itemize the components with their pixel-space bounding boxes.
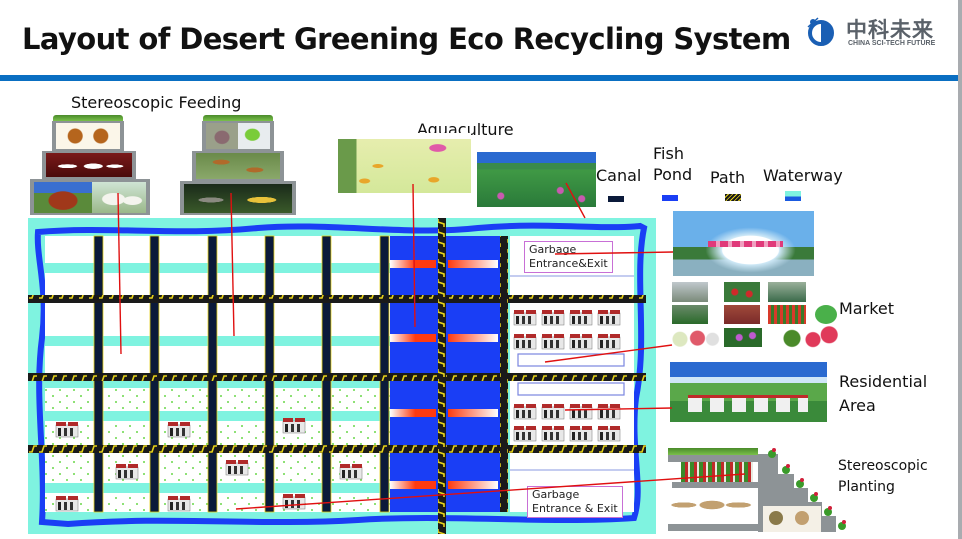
label-residential-line2: Area	[839, 396, 876, 415]
fountain-image	[673, 211, 814, 276]
grass-top	[668, 448, 758, 455]
shelf-3	[668, 524, 760, 531]
garbage-bottom-line2: Entrance & Exit	[532, 502, 618, 515]
garbage-entrance-bottom: Garbage Entrance & Exit	[527, 486, 623, 518]
river	[34, 222, 648, 528]
waterway-row-4	[45, 483, 390, 493]
fish-image	[184, 184, 292, 213]
logo-name-cn: 中科未来	[846, 19, 934, 42]
paths-horizontal	[28, 295, 646, 453]
residential-image	[670, 362, 827, 422]
slide-border	[958, 0, 962, 539]
tier-fish	[180, 181, 296, 215]
leader-residential	[564, 407, 673, 411]
tier-cattle-goats	[30, 179, 150, 215]
tier-ducks	[192, 151, 284, 181]
label-stereoscopic-planting: Stereoscopic Planting	[838, 456, 928, 498]
shelf-2	[672, 482, 760, 488]
legend-label-fish: Fish	[653, 144, 684, 163]
tulips-image	[724, 305, 760, 324]
flowers-image	[724, 282, 760, 302]
purple-flowers-image	[724, 328, 762, 347]
nursery-image	[768, 282, 806, 302]
garbage-bottom-line1: Garbage	[532, 488, 580, 501]
produce-image	[670, 326, 720, 348]
tier-rabbits	[42, 151, 136, 179]
leader-planting	[235, 473, 746, 510]
tier-birds	[202, 121, 274, 151]
legend-label-canal: Canal	[596, 166, 642, 185]
pond-bridges	[390, 260, 498, 489]
waterway-row-3	[45, 411, 390, 421]
leader-feeding-right	[230, 192, 235, 337]
chickens-image	[56, 123, 120, 149]
legend: Canal Fish Pond Path Waterway	[590, 138, 860, 208]
header-divider	[0, 75, 960, 81]
legend-label-fish-pond: Fish Pond	[653, 143, 692, 185]
goats-image	[92, 182, 146, 213]
path-swatch	[725, 194, 741, 201]
bird-image	[206, 123, 238, 149]
fountain-flowers	[708, 241, 783, 247]
residential-buildings	[688, 395, 808, 412]
legend-label-waterway: Waterway	[763, 166, 843, 185]
garbage-top-line2: Entrance&Exit	[529, 257, 608, 270]
fish-pond-swatch	[662, 195, 678, 201]
logo: 中科未来 CHINA SCI-TECH FUTURE	[806, 14, 942, 50]
empty-plot	[517, 382, 625, 396]
paths-vertical	[438, 218, 508, 534]
crops-image	[672, 305, 708, 324]
parrot-image	[238, 123, 270, 149]
garbage-entrance-top: Garbage Entrance&Exit	[524, 241, 613, 273]
feeding-pyramid-right	[178, 115, 298, 215]
empty-plot	[517, 353, 625, 367]
page-title: Layout of Desert Greening Eco Recycling …	[22, 22, 791, 56]
orbit-globe-icon	[807, 17, 834, 46]
red-flowers-image	[768, 305, 806, 324]
market-collage	[670, 282, 840, 348]
grass-roof	[53, 115, 123, 121]
label-planting-line1: Stereoscopic	[838, 458, 928, 474]
garbage-top-line1: Garbage	[529, 243, 577, 256]
feeding-pyramid-left	[30, 115, 150, 215]
label-residential-line1: Residential	[839, 372, 928, 391]
leader-feeding-left	[117, 192, 122, 355]
canal-swatch	[608, 196, 624, 202]
logo-name-en: CHINA SCI-TECH FUTURE	[848, 40, 936, 47]
rabbits-image	[46, 153, 132, 177]
label-stereoscopic-feeding: Stereoscopic Feeding	[71, 93, 242, 112]
grass-roof	[203, 115, 273, 121]
waterway-row-1	[45, 263, 390, 273]
leader-aquaculture	[412, 183, 416, 328]
leader-market	[544, 344, 673, 363]
leader-fountain	[554, 251, 674, 255]
waterway-swatch	[785, 191, 801, 201]
aquaculture-pond-image	[338, 133, 471, 193]
leader-lotus-lake	[565, 182, 586, 219]
melon-image	[815, 305, 837, 324]
terrace-stairs	[758, 448, 846, 532]
legend-label-path: Path	[710, 168, 746, 187]
label-market: Market	[839, 299, 894, 318]
ducks-image	[196, 153, 280, 179]
shelf-1	[668, 455, 760, 462]
fruit-image	[780, 324, 840, 348]
legend-label-pond: Pond	[653, 165, 693, 184]
tier-chickens	[52, 121, 124, 151]
greenhouse-image	[672, 282, 708, 302]
waterway-row-2	[45, 336, 390, 346]
mushrooms-image	[668, 490, 756, 520]
label-planting-line2: Planting	[838, 479, 895, 495]
label-residential-area: Residential Area	[839, 370, 927, 418]
lotus-lake-image	[477, 152, 596, 207]
cattle-image	[34, 182, 92, 213]
